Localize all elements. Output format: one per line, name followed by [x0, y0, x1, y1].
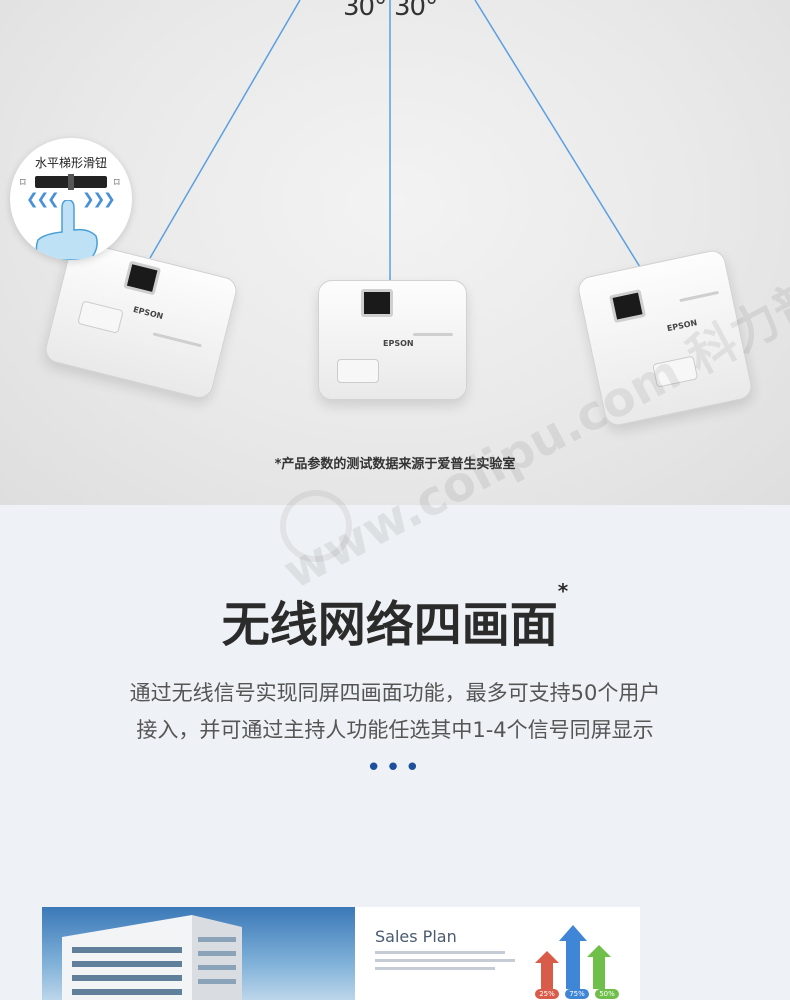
- projector-control-panel: [337, 359, 379, 383]
- slide-text-line: [375, 951, 505, 954]
- keystone-slider-callout: 水平梯形滑钮 ⌑ ⌑ ❮❮❮ ❯❯❯: [10, 138, 132, 260]
- growth-arrows-icon: [535, 925, 611, 989]
- projection-lines: [149, 0, 649, 282]
- projector-lens: [123, 260, 162, 296]
- building-photo: [42, 907, 355, 1000]
- arrows-left-icon: ❮❮❮: [26, 190, 60, 208]
- section-title-mark: *: [557, 579, 569, 603]
- projector-vent: [679, 290, 719, 303]
- keystone-right-icon: ⌑: [114, 176, 120, 189]
- keystone-slider: [35, 174, 107, 190]
- description-line-2: 接入，并可通过主持人功能任选其中1-4个信号同屏显示: [136, 718, 654, 742]
- test-data-note: *产品参数的测试数据来源于爱普生实验室: [274, 457, 516, 472]
- watermark-logo-icon: [280, 490, 352, 562]
- section-title: 无线网络四画面*: [0, 579, 790, 655]
- projector-lens: [361, 289, 393, 317]
- arrows-right-icon: ❯❯❯: [82, 190, 116, 208]
- sales-plan-slide: Sales Plan 25% 75% 50%: [355, 907, 640, 1000]
- section-title-text: 无线网络四画面: [221, 597, 558, 653]
- slide-text-line: [375, 967, 495, 970]
- slide-pill-1: 25%: [535, 989, 559, 999]
- projector-center: EPSON: [318, 280, 467, 400]
- slide-title: Sales Plan: [375, 927, 457, 946]
- projector-brand: EPSON: [132, 304, 165, 322]
- keystone-left-icon: ⌑: [20, 176, 26, 189]
- projector-control-panel: [77, 300, 124, 334]
- projector-vent: [413, 333, 453, 336]
- building-illustration: [62, 915, 242, 1000]
- projector-vent: [152, 332, 202, 348]
- hand-finger-icon: [35, 200, 98, 260]
- slider-knob: [68, 174, 74, 190]
- left-projection-line: [149, 0, 301, 259]
- slide-pill-2: 75%: [565, 989, 589, 999]
- keystone-slider-title: 水平梯形滑钮: [34, 156, 107, 170]
- slide-pill-3: 50%: [595, 989, 619, 999]
- description-line-1: 通过无线信号实现同屏四画面功能，最多可支持50个用户: [129, 681, 661, 705]
- right-projection-line: [474, 0, 649, 281]
- section-dots: •••: [365, 753, 424, 783]
- angle-left-label: 30°: [343, 0, 387, 22]
- projection-angle-section: 30° 30° EPSON EPSON EPSON 水平梯形滑钮 ⌑ ⌑ ❮❮❮…: [0, 0, 790, 505]
- angle-right-label: 30°: [394, 0, 438, 22]
- projector-brand: EPSON: [383, 339, 414, 348]
- slide-text-line: [375, 959, 515, 962]
- projector-lens: [608, 289, 647, 324]
